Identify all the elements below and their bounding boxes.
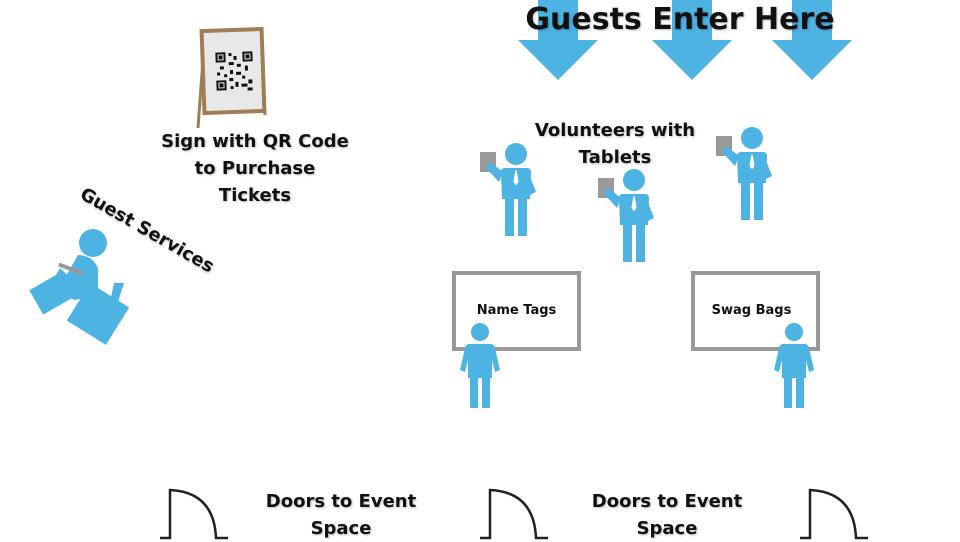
volunteers-label: Volunteers with Tablets bbox=[534, 120, 696, 168]
name-tags-label: Name Tags bbox=[476, 303, 557, 318]
page-title: Guests Enter Here bbox=[525, 2, 835, 37]
qr-sign-label: Sign with QR Code to Purchase Tickets bbox=[161, 131, 349, 206]
down-arrow-icon bbox=[652, 0, 732, 80]
door-label: Doors to Event Space bbox=[265, 491, 417, 539]
door-icon bbox=[800, 488, 868, 540]
swag-bags-label: Swag Bags bbox=[711, 303, 792, 318]
down-arrow-icon bbox=[772, 0, 852, 80]
down-arrow-icon bbox=[518, 0, 598, 80]
door-label: Doors to Event Space bbox=[591, 491, 743, 539]
door-icon bbox=[160, 488, 228, 540]
door-icon bbox=[480, 488, 548, 540]
